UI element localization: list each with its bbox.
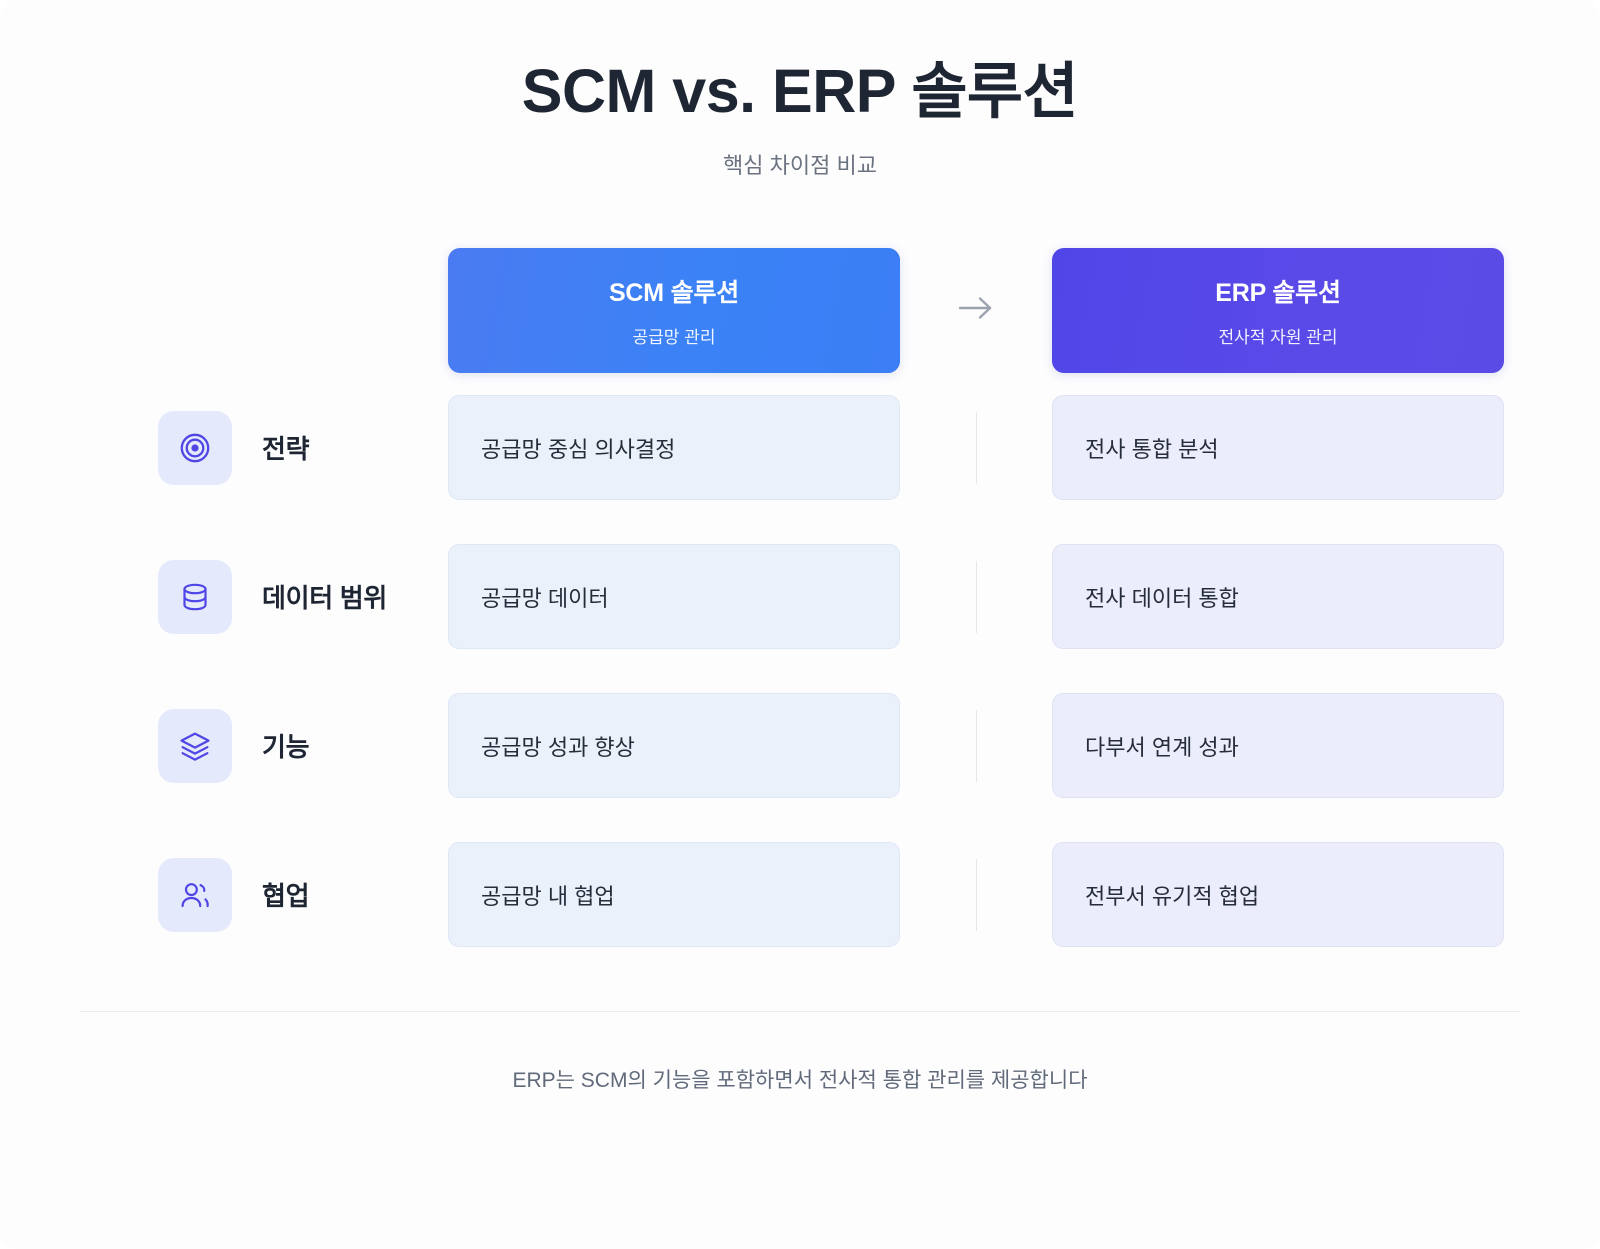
row-label-text: 기능 xyxy=(262,732,310,763)
footer-note: ERP는 SCM의 기능을 포함하면서 전사적 통합 관리를 제공합니다 xyxy=(512,1069,1088,1093)
page-subtitle: 핵심 차이점 비교 xyxy=(723,153,877,179)
table-row: 기능 공급망 성과 향상 다부서 연계 성과 xyxy=(80,671,1520,820)
erp-value[interactable]: 전부서 유기적 협업 xyxy=(1052,842,1504,948)
footer-divider xyxy=(80,1011,1520,1013)
column-divider xyxy=(975,411,977,484)
column-divider xyxy=(975,709,977,782)
scm-value-cell: 공급망 데이터 xyxy=(448,544,900,650)
erp-value-cell: 전사 통합 분석 xyxy=(1052,395,1504,501)
scm-solution-card[interactable]: SCM 솔루션 공급망 관리 xyxy=(448,248,900,374)
scm-value[interactable]: 공급망 성과 향상 xyxy=(448,693,900,799)
erp-value-cell: 다부서 연계 성과 xyxy=(1052,693,1504,799)
erp-value-cell: 전사 데이터 통합 xyxy=(1052,544,1504,650)
scm-value[interactable]: 공급망 데이터 xyxy=(448,544,900,650)
scm-value-cell: 공급망 중심 의사결정 xyxy=(448,395,900,501)
erp-value[interactable]: 전사 데이터 통합 xyxy=(1052,544,1504,650)
erp-header-cell: ERP 솔루션 전사적 자원 관리 xyxy=(1052,248,1504,374)
column-divider xyxy=(975,560,977,633)
column-divider xyxy=(975,858,977,931)
database-icon xyxy=(158,559,232,634)
erp-value[interactable]: 다부서 연계 성과 xyxy=(1052,693,1504,799)
table-row: 협업 공급망 내 협업 전부서 유기적 협업 xyxy=(80,820,1520,969)
table-row: 전략 공급망 중심 의사결정 전사 통합 분석 xyxy=(80,373,1520,522)
scm-card-subtitle: 공급망 관리 xyxy=(632,328,716,348)
row-label-text: 데이터 범위 xyxy=(262,583,388,614)
scm-value-cell: 공급망 내 협업 xyxy=(448,842,900,948)
erp-value-cell: 전부서 유기적 협업 xyxy=(1052,842,1504,948)
solution-header-row: SCM 솔루션 공급망 관리 ERP 솔루션 전사적 자원 관리 xyxy=(80,248,1520,374)
row-divider-cell xyxy=(900,858,1052,931)
page-footer: ERP는 SCM의 기능을 포함하면서 전사적 통합 관리를 제공합니다 xyxy=(80,969,1520,1094)
erp-solution-card[interactable]: ERP 솔루션 전사적 자원 관리 xyxy=(1052,248,1504,374)
scm-header-cell: SCM 솔루션 공급망 관리 xyxy=(448,248,900,374)
row-divider-cell xyxy=(900,560,1052,633)
scm-value[interactable]: 공급망 중심 의사결정 xyxy=(448,395,900,501)
row-label-strategy: 전략 xyxy=(80,410,448,485)
row-label-features: 기능 xyxy=(80,708,448,783)
row-label-data-scope: 데이터 범위 xyxy=(80,559,448,634)
header-arrow-cell xyxy=(900,293,1052,328)
erp-card-subtitle: 전사적 자원 관리 xyxy=(1218,328,1338,348)
erp-value[interactable]: 전사 통합 분석 xyxy=(1052,395,1504,501)
scm-value[interactable]: 공급망 내 협업 xyxy=(448,842,900,948)
users-icon xyxy=(158,857,232,932)
target-icon xyxy=(158,410,232,485)
page-header: SCM vs. ERP 솔루션 핵심 차이점 비교 xyxy=(0,0,1600,180)
scm-card-title: SCM 솔루션 xyxy=(608,279,740,308)
arrow-right-icon xyxy=(954,293,998,328)
row-divider-cell xyxy=(900,411,1052,484)
comparison-grid: SCM 솔루션 공급망 관리 ERP 솔루션 전사적 자원 관리 xyxy=(80,248,1520,969)
erp-card-title: ERP 솔루션 xyxy=(1215,279,1341,308)
row-label-collaboration: 협업 xyxy=(80,857,448,932)
page-title: SCM vs. ERP 솔루션 xyxy=(521,57,1079,125)
layers-icon xyxy=(158,708,232,783)
row-label-text: 전략 xyxy=(262,434,310,465)
row-label-text: 협업 xyxy=(262,881,310,912)
row-divider-cell xyxy=(900,709,1052,782)
scm-value-cell: 공급망 성과 향상 xyxy=(448,693,900,799)
table-row: 데이터 범위 공급망 데이터 전사 데이터 통합 xyxy=(80,522,1520,671)
